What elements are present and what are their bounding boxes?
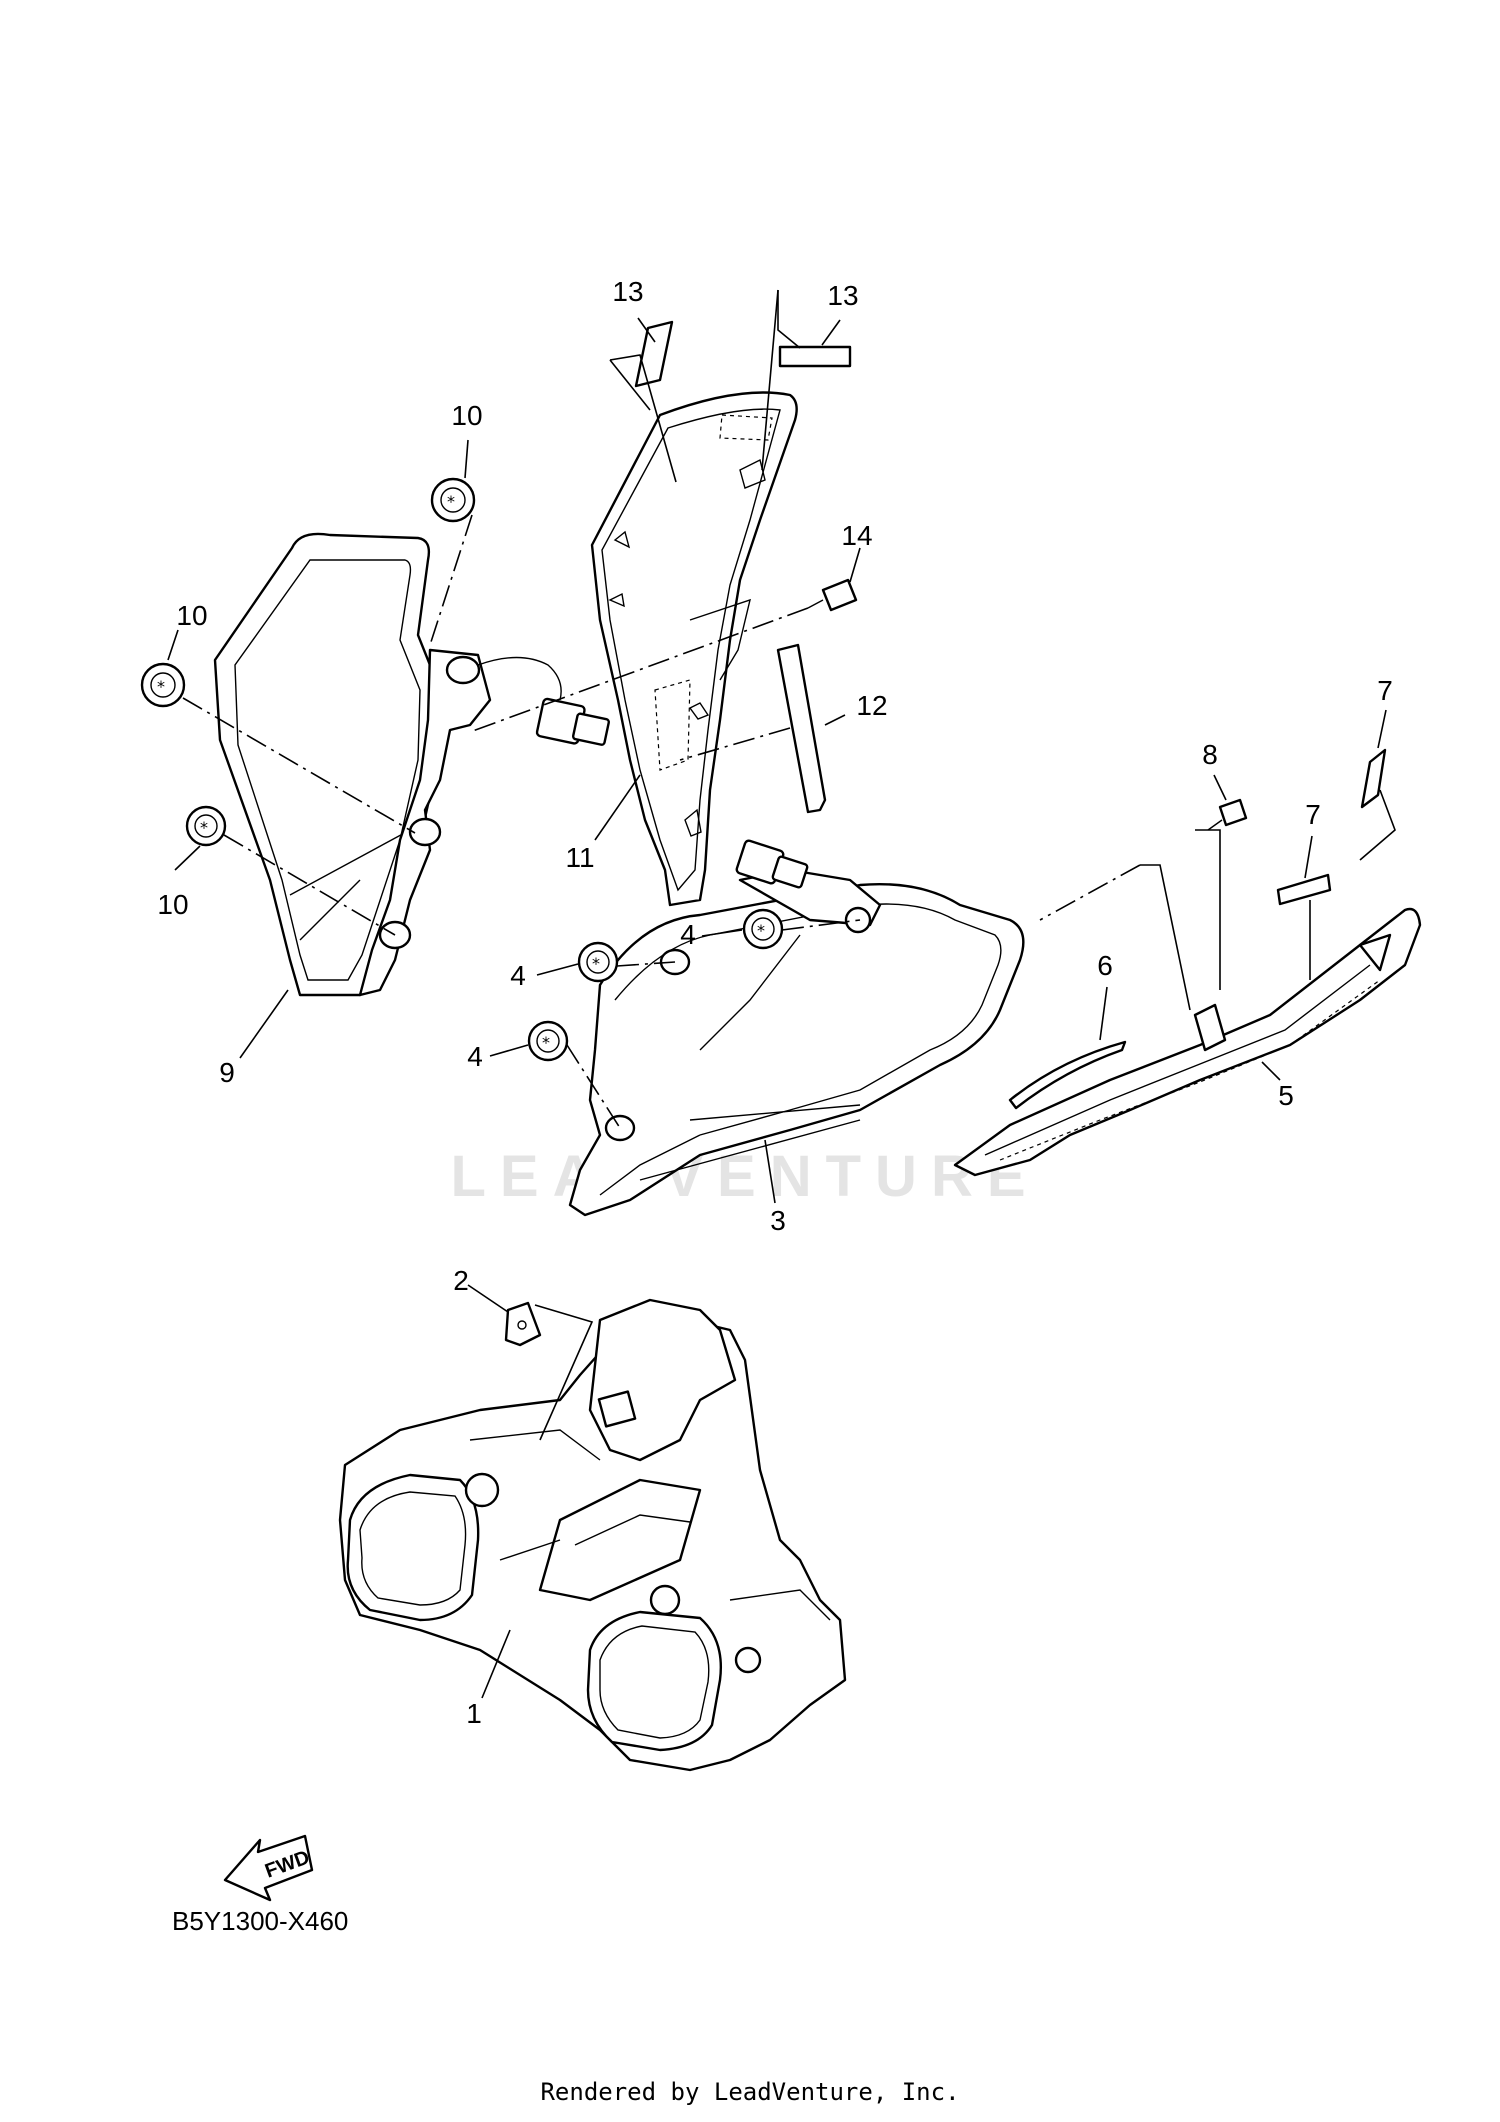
callout-4-low: 4 [467,1041,483,1072]
watermark-text: LEADVENTURE [450,1144,1039,1209]
part-2-clip [504,1301,542,1347]
callout-13-right: 13 [827,280,858,311]
part-13-label-b [778,345,852,368]
callout-14: 14 [841,520,872,551]
callout-4-mid: 4 [510,960,526,991]
part-12-strip [776,643,827,814]
callout-7-top: 7 [1377,675,1393,706]
callout-10-mid: 10 [176,600,207,631]
callout-9: 9 [219,1057,235,1088]
svg-text:*: * [542,1033,550,1052]
svg-text:*: * [757,921,765,940]
part-10-grommet-top: * [430,477,476,523]
part-6-strip [1008,1040,1127,1110]
part-8-screw [1207,798,1248,831]
connector-9 [535,697,610,746]
callout-2: 2 [453,1265,469,1296]
callout-4-top: 4 [680,919,696,950]
part-11-inner-panel [590,391,798,907]
part-4-grommet-top: * [742,908,784,950]
callout-11: 11 [565,842,594,873]
svg-text:*: * [447,492,455,511]
part-7-label-b [1360,748,1387,809]
diagram-code: B5Y1300-X460 [172,1906,348,1936]
part-5-lower-cover [953,907,1422,1177]
callout-6: 6 [1097,950,1113,981]
callout-10-low: 10 [157,889,188,920]
callout-13-left: 13 [612,276,643,307]
part-7-label-a [1276,873,1332,906]
callout-12: 12 [856,690,887,721]
footer-credit: Rendered by LeadVenture, Inc. [540,2078,959,2106]
part-4-grommet-low: * [527,1020,569,1062]
connector-3 [735,839,809,889]
callout-7-mid: 7 [1305,799,1321,830]
svg-text:*: * [200,818,208,837]
callout-1: 1 [466,1698,482,1729]
callout-3: 3 [770,1205,786,1236]
svg-text:*: * [592,954,600,973]
part-4-grommet-mid: * [577,941,619,983]
svg-text:*: * [157,677,165,696]
part-3-front-cover [568,868,1025,1217]
part-1-headlight [338,1298,847,1772]
part-9-bracket [358,648,562,997]
part-13-label-a [634,320,674,388]
fwd-arrow-icon: FWD [223,1834,314,1902]
callouts: 10 10 10 9 13 13 14 12 11 4 4 4 3 6 8 7 … [157,276,1392,1729]
callout-10-top: 10 [451,400,482,431]
part-9-side-cover [213,532,442,997]
part-14-screw [807,578,858,612]
part-10-grommet-low: * [185,805,227,847]
part-10-grommet-mid: * [140,662,186,708]
callout-5: 5 [1278,1080,1294,1111]
callout-8: 8 [1202,739,1218,770]
leader-lines [167,289,1396,1699]
